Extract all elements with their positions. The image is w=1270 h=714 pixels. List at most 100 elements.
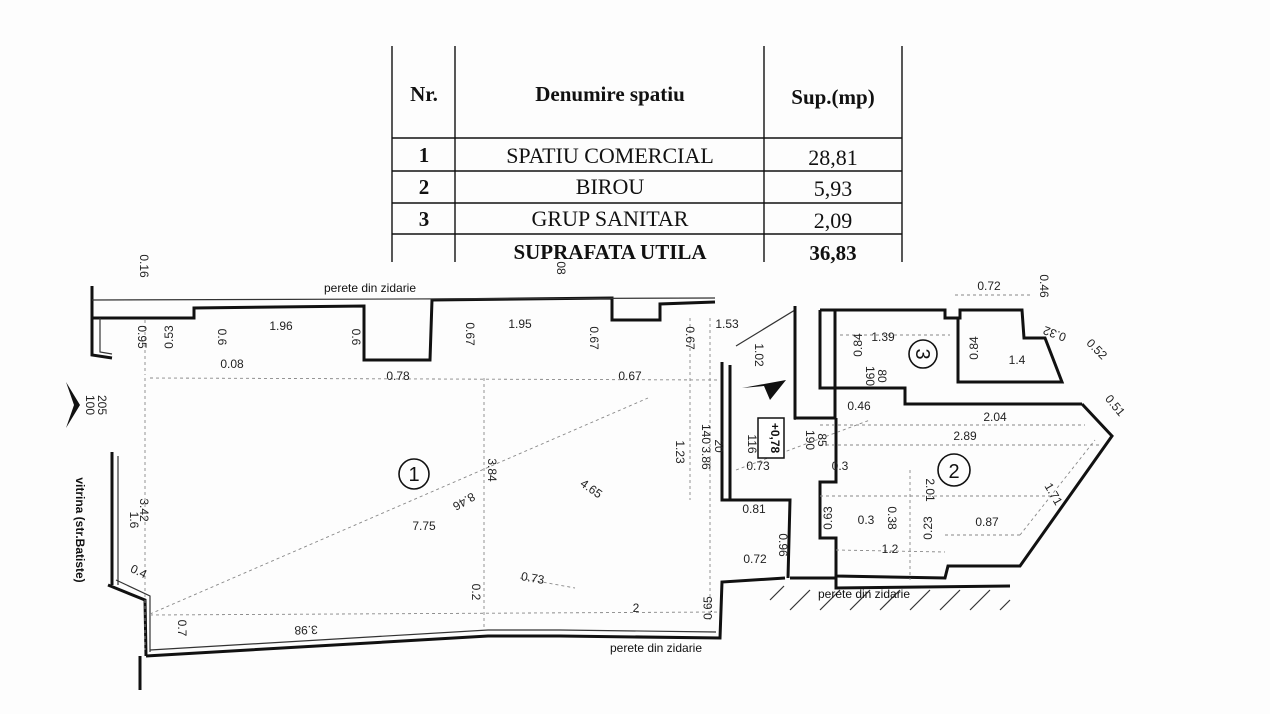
dim-label: 2.01 — [923, 478, 937, 502]
room-3-number: 3 — [911, 348, 933, 359]
dim-label: 0.78 — [386, 369, 410, 383]
direction-arrow-icon — [66, 382, 80, 428]
wall-label-top: perete din zidarie — [324, 281, 416, 295]
room-2-marker — [937, 453, 971, 487]
room-3-marker — [908, 339, 938, 369]
vitrina-lower-inner — [115, 579, 151, 652]
dim-label: 0.53 — [162, 325, 176, 349]
area-table: Nr. Denumire spatiu Sup.(mp) 1 SPATIU CO… — [391, 46, 903, 265]
dim-label: 7.75 — [412, 519, 436, 533]
dim-label: 1.23 — [673, 440, 687, 464]
table-cell-name: SPATIU COMERCIAL — [506, 143, 714, 168]
dim-label: 190 — [803, 430, 817, 450]
room-1-marker — [398, 458, 430, 490]
left-jamb-inner — [99, 318, 113, 355]
room3-outer — [835, 308, 1065, 384]
level-box — [757, 417, 785, 459]
dim-label: 0.67 — [463, 322, 477, 346]
dim-label: 0.73 — [746, 459, 770, 473]
dim-label: 0.67 — [618, 369, 642, 383]
room2-wall — [818, 402, 1114, 580]
dim-label: 1.39 — [871, 330, 895, 344]
dim-label: 1.2 — [882, 542, 899, 556]
level-label: +0,78 — [768, 423, 782, 454]
dim-label: 20 — [712, 439, 726, 453]
dim-label: 0.73 — [520, 569, 546, 587]
dim-label: 0.4 — [128, 562, 149, 582]
dim-label: 2.04 — [983, 410, 1007, 424]
dim-label: 0.84 — [851, 333, 865, 357]
room-2-number: 2 — [948, 461, 959, 483]
table-cell-name: BIROU — [576, 174, 645, 199]
dim-label: 3.84 — [485, 458, 499, 482]
dim-label: 80 — [875, 369, 889, 383]
dim-label: 4.65 — [578, 476, 605, 501]
dim-label: 2 — [633, 601, 640, 615]
table-cell-nr: 1 — [419, 143, 430, 167]
dim-label: 3.98 — [294, 623, 318, 638]
dim-label: 0.38 — [885, 506, 899, 530]
top-wall-outline — [91, 297, 716, 301]
table-total-name: SUPRAFATA UTILA — [513, 240, 707, 264]
dim-label: 1.6 — [127, 512, 141, 529]
room2-bottom — [790, 576, 1011, 590]
table-header-area: Sup.(mp) — [791, 85, 874, 109]
dim-label: 0.7 — [175, 620, 189, 637]
table-cell-nr: 3 — [419, 207, 430, 231]
table-cell-area: 28,81 — [808, 145, 858, 170]
dim-label: 0.3 — [858, 513, 875, 527]
dim-label: 0.52 — [1084, 336, 1111, 363]
dim-label: 1.95 — [508, 317, 532, 331]
dim-label: 190 — [863, 366, 877, 386]
wall-label-right: perete din zidarie — [818, 587, 910, 601]
table-total-area: 36,83 — [809, 241, 856, 265]
dim-label: 0.16 — [137, 254, 151, 278]
dim-label: 85 — [815, 433, 829, 447]
dim-label: 0.95 — [135, 325, 149, 349]
dim-label: 0.3 — [832, 459, 849, 473]
table-cell-name: GRUP SANITAR — [532, 206, 689, 231]
table-cell-area: 5,93 — [814, 176, 853, 201]
hatch — [769, 585, 1011, 611]
dim-label: 0.23 — [921, 516, 935, 540]
dim-label: 0.65 — [701, 596, 715, 620]
dim-label: 1.53 — [715, 317, 739, 331]
top-wall — [90, 296, 716, 362]
dim-label: 08 — [554, 261, 568, 275]
wall-label-bottom: perete din zidarie — [610, 641, 702, 655]
dim-label: 0.67 — [587, 326, 601, 350]
table-cell-nr: 2 — [419, 175, 430, 199]
dim-label: 100 — [83, 395, 97, 415]
dim-label: 0.2 — [469, 584, 483, 601]
dim-label: 3.86 — [699, 446, 713, 470]
dim-label: 205 — [95, 395, 109, 415]
dim-label: 0.46 — [1037, 274, 1051, 298]
dim-label: 0.72 — [743, 552, 767, 566]
dim-label: 2.89 — [953, 429, 977, 443]
table-cell-area: 2,09 — [814, 208, 853, 233]
dim-label: 1.02 — [752, 343, 766, 367]
dim-label: 0.67 — [683, 326, 697, 350]
dim-label: 8.46 — [450, 490, 478, 514]
left-jamb — [90, 318, 113, 360]
dim-label: 140 — [699, 424, 713, 444]
vitrina-lower-corner — [107, 583, 148, 657]
dim-label: 1.4 — [1009, 353, 1026, 367]
dim-label: 1.71 — [1042, 480, 1066, 508]
hall-right-wall — [793, 306, 837, 420]
room3-wall — [818, 310, 1082, 406]
dimension-values: 0.16 08 0.95 0.53 0.6 0.08 1.96 0.6 0.78… — [83, 254, 1128, 637]
table-header-name: Denumire spatiu — [535, 82, 685, 106]
entry-arrow-icon — [742, 380, 786, 400]
partition-wall — [720, 362, 732, 502]
dim-label: 0.81 — [742, 502, 766, 516]
room-1-number: 1 — [408, 464, 419, 486]
dim-label: 0.08 — [220, 357, 244, 371]
hall-bottom-wall — [730, 498, 792, 579]
bottom-wall-inner — [149, 629, 717, 651]
walls — [90, 286, 1114, 690]
bottom-wall — [145, 576, 786, 658]
dim-label: 0.87 — [975, 515, 999, 529]
